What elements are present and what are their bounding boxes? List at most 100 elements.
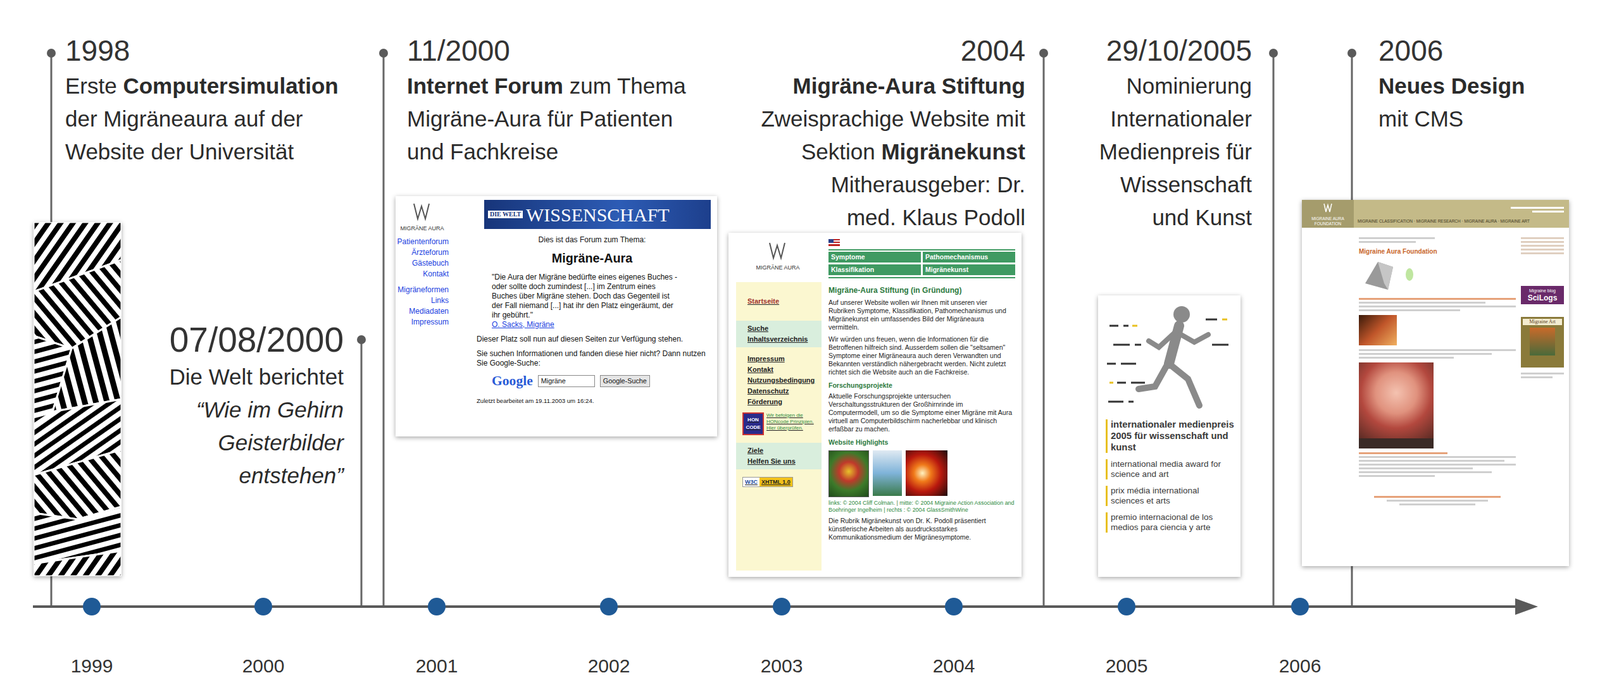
decoration: HON CODE Wir befolgen die HONcode Prinzi… xyxy=(742,412,822,436)
nav-link: Helfen Sie uns xyxy=(747,456,822,468)
nav-link: Inhaltsverzeichnis xyxy=(747,334,822,345)
page-text: Dies ist das Forum zum Thema: xyxy=(476,235,708,245)
decoration: Suche Inhaltsverzeichnis xyxy=(736,320,822,348)
decoration xyxy=(1358,353,1492,356)
search-input: Migräne xyxy=(537,375,595,388)
event-block: 11/2000 Internet Forum zum Thema Migräne… xyxy=(406,31,699,169)
nav-link: Kontakt xyxy=(395,268,449,280)
award-name: international media award for science an… xyxy=(1105,459,1235,480)
event-text: Die Welt berichtet xyxy=(122,360,344,394)
decoration xyxy=(1138,363,1168,390)
decoration xyxy=(51,53,1352,607)
decoration xyxy=(1532,210,1564,213)
flag-icon xyxy=(828,239,840,247)
image-credit: links: © 2004 Cliff Colman. | mitte: © 2… xyxy=(828,500,1016,514)
decoration xyxy=(828,277,1016,279)
decoration xyxy=(1520,241,1564,244)
page-text: Aktuelle Forschungsprojekte untersuchen … xyxy=(828,392,1016,434)
decoration xyxy=(944,598,963,616)
decoration xyxy=(1386,500,1488,502)
event-date: 29/10/2005 xyxy=(1088,31,1252,70)
page-text: Die Rubrik Migränekunst von Dr. K. Podol… xyxy=(828,517,1016,542)
site-nav: MIGRAINE CLASSIFICATION · MIGRAINE RESEA… xyxy=(1357,218,1567,225)
art-thumbnail xyxy=(1358,315,1397,346)
top-links xyxy=(1510,205,1564,215)
badge-text: Migraine blog xyxy=(1522,287,1563,294)
hon-badge: HON CODE xyxy=(742,412,764,436)
decoration: Zweisprachige Website mit Sektion Migrän… xyxy=(727,102,1026,169)
decoration: Google Migräne Google-Suche xyxy=(476,373,708,390)
nav-link: Links xyxy=(395,295,449,307)
decoration xyxy=(1520,237,1564,240)
decoration xyxy=(1176,332,1209,343)
sidebar: Migraine blog SciLogs Migraine Art xyxy=(1520,235,1564,381)
media-award-card: internationaler medienpreis 2005 für wis… xyxy=(1098,295,1241,578)
section-heading: Forschungsprojekte xyxy=(828,381,1016,390)
decoration xyxy=(1358,467,1473,470)
event-keyword: Computersimulation xyxy=(122,73,338,99)
newspaper-banner: DIE WELT WISSENSCHAFT xyxy=(484,200,711,230)
nav-link: Gästebuch xyxy=(395,258,449,269)
decoration xyxy=(1358,460,1505,463)
banner-text: DIE WELT xyxy=(487,210,523,219)
award-name: prix média international sciences et art… xyxy=(1105,486,1235,507)
decoration xyxy=(1117,382,1126,385)
decoration xyxy=(379,48,388,58)
year-label: 2002 xyxy=(570,654,647,679)
event-text: Nominierung Internationaler Medienpreis … xyxy=(1088,69,1252,235)
decoration xyxy=(1358,356,1454,359)
decoration xyxy=(1358,309,1461,312)
logo-text: MIGRAINE AURA FOUNDATION xyxy=(1303,216,1353,227)
quote-text: "Die Aura der Migräne bedürfte eines eig… xyxy=(491,272,682,321)
decoration xyxy=(1109,382,1114,385)
badge-text: CODE xyxy=(743,424,763,432)
forum-nav: Patientenforum Ärzteforum Gästebuch Kont… xyxy=(395,236,449,328)
nav-link: Nutzungsbedingung xyxy=(747,375,822,387)
decoration xyxy=(1148,332,1176,348)
runner-figure xyxy=(1104,300,1235,415)
logo-mark xyxy=(412,201,432,223)
blog-badge: Migraine blog SciLogs xyxy=(1520,286,1564,305)
forum-screenshot: MIGRÄNE AURA DIE WELT WISSENSCHAFT Patie… xyxy=(395,196,718,437)
main-column: Migraine Aura Foundation xyxy=(1358,235,1516,508)
decoration xyxy=(356,335,366,345)
decoration xyxy=(1358,475,1435,478)
decoration xyxy=(1106,319,1229,402)
year-label: 1999 xyxy=(53,654,130,679)
page-text: Wir würden uns freuen, wenn die Informat… xyxy=(828,335,1016,377)
nav-link: Ärzteforum xyxy=(395,247,449,259)
decoration xyxy=(52,317,122,413)
decoration xyxy=(1108,401,1124,404)
decoration xyxy=(1374,496,1501,499)
logo-text: MIGRÄNE AURA xyxy=(395,225,449,233)
logo-mark xyxy=(767,240,787,263)
nav-link: Impressum xyxy=(395,317,449,328)
decoration xyxy=(1529,327,1556,356)
decoration xyxy=(1268,48,1278,58)
event-date: 2006 xyxy=(1378,31,1575,70)
decoration xyxy=(1358,298,1516,300)
decoration xyxy=(1168,363,1200,406)
website-2004-screenshot: MIGRÄNE AURA Startseite Suche Inhaltsver… xyxy=(728,232,1022,578)
decoration xyxy=(33,551,122,577)
decoration xyxy=(33,222,122,577)
event-text: mit CMS xyxy=(1378,102,1575,136)
page-footer: Zuletzt bearbeitet am 19.11.2003 um 16:2… xyxy=(476,397,708,406)
headline-quote: “Wie im Gehirn Geisterbilder entstehen” xyxy=(122,393,344,493)
decoration: Internet Forum zum Thema Migräne-Aura fü… xyxy=(406,69,699,169)
nav-link: Förderung xyxy=(747,396,822,408)
rubric-link: Migränekunst xyxy=(922,264,1016,276)
nav-link: Patientenforum xyxy=(395,236,449,248)
decoration xyxy=(1128,401,1134,404)
highlight-images xyxy=(828,450,1016,498)
decoration xyxy=(1358,237,1435,240)
decoration xyxy=(769,243,785,259)
decoration xyxy=(254,598,273,616)
rubric-link: Klassifikation xyxy=(828,264,921,276)
page-text: Auf unserer Website wollen wir Ihnen mit… xyxy=(828,298,1016,332)
decoration xyxy=(1510,206,1564,209)
decoration xyxy=(1113,344,1130,347)
page-heading: Migraine Aura Foundation xyxy=(1358,248,1516,256)
decoration xyxy=(360,339,363,607)
decoration xyxy=(1138,306,1209,406)
